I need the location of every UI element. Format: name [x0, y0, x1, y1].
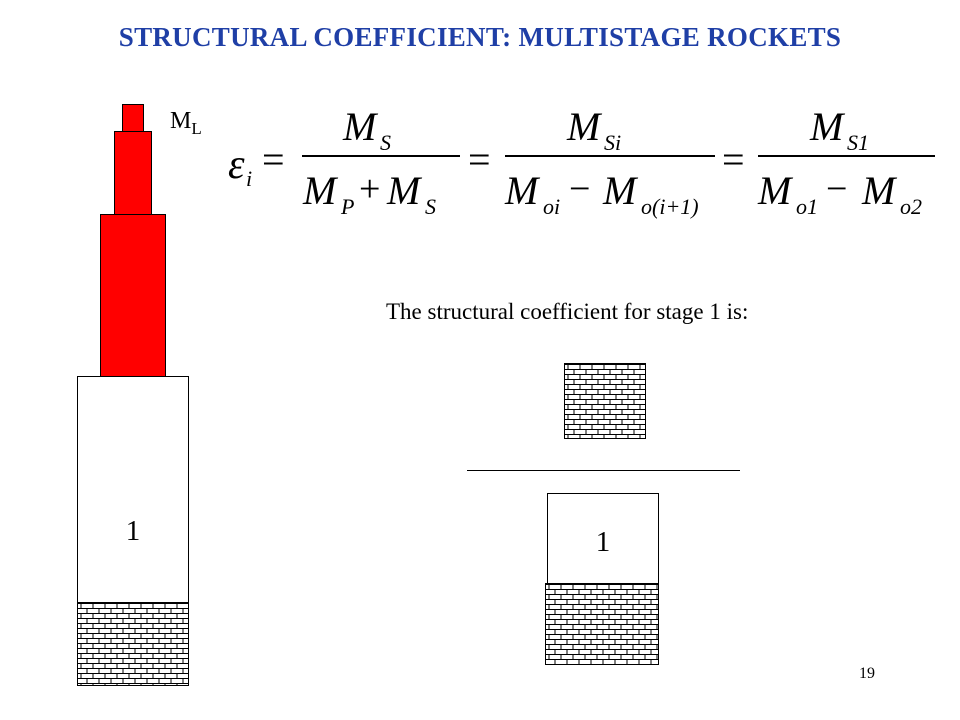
fraction-bar	[467, 470, 740, 471]
eq-frac1-den-b-sub: S	[425, 194, 436, 219]
structural-coefficient-equation: ε i = M S M P + M S = M Si M oi − M o(i+…	[228, 104, 935, 219]
eq-frac2-den-a-sub: oi	[543, 194, 560, 219]
eq-frac2-minus: −	[569, 168, 590, 210]
payload-mass-subscript: L	[191, 119, 202, 138]
eq-frac2-den-a: M	[504, 168, 541, 213]
rocket-stage-3	[114, 131, 152, 215]
eq-frac3-den-b-sub: o2	[900, 194, 922, 219]
eq-frac2-num-sub: Si	[604, 130, 621, 155]
eq-frac1-den-b: M	[386, 168, 423, 213]
eq-equals-3: =	[722, 137, 745, 182]
eq-equals-2: =	[468, 137, 491, 182]
eq-frac1-den-a-sub: P	[340, 194, 354, 219]
eq-frac1-num: M	[342, 104, 379, 149]
fraction-numerator-structure	[564, 363, 646, 439]
eq-frac3-den-a-sub: o1	[796, 194, 818, 219]
eq-lhs-epsilon: ε	[228, 142, 245, 188]
page-number: 19	[859, 665, 875, 682]
eq-frac1-num-sub: S	[380, 130, 391, 155]
structural-coefficient-caption: The structural coefficient for stage 1 i…	[386, 299, 749, 324]
eq-frac1-den-a: M	[302, 168, 339, 213]
eq-frac3-num: M	[809, 104, 846, 149]
rocket-stage-1-label: 1	[125, 515, 141, 547]
eq-frac1-plus: +	[359, 168, 380, 210]
payload-mass-label: ML	[170, 108, 202, 139]
eq-equals-1: =	[262, 137, 285, 182]
eq-frac2-num: M	[566, 104, 603, 149]
eq-frac3-den-a: M	[757, 168, 794, 213]
eq-frac3-minus: −	[826, 168, 847, 210]
payload-mass-symbol: M	[170, 108, 192, 134]
eq-lhs-subscript: i	[246, 166, 252, 191]
eq-frac2-den-b-sub: o(i+1)	[641, 194, 699, 219]
fraction-denominator-structure	[545, 583, 659, 665]
eq-frac2-den-b: M	[602, 168, 639, 213]
fraction-denominator-stage-label: 1	[595, 526, 611, 558]
rocket-stage-2	[100, 214, 166, 377]
eq-frac3-num-sub: S1	[847, 130, 869, 155]
rocket-stage-1-propellant	[77, 376, 189, 604]
slide-title: STRUCTURAL COEFFICIENT: MULTISTAGE ROCKE…	[118, 22, 842, 52]
rocket-stage-1-structure	[77, 602, 189, 686]
eq-frac3-den-b: M	[861, 168, 898, 213]
